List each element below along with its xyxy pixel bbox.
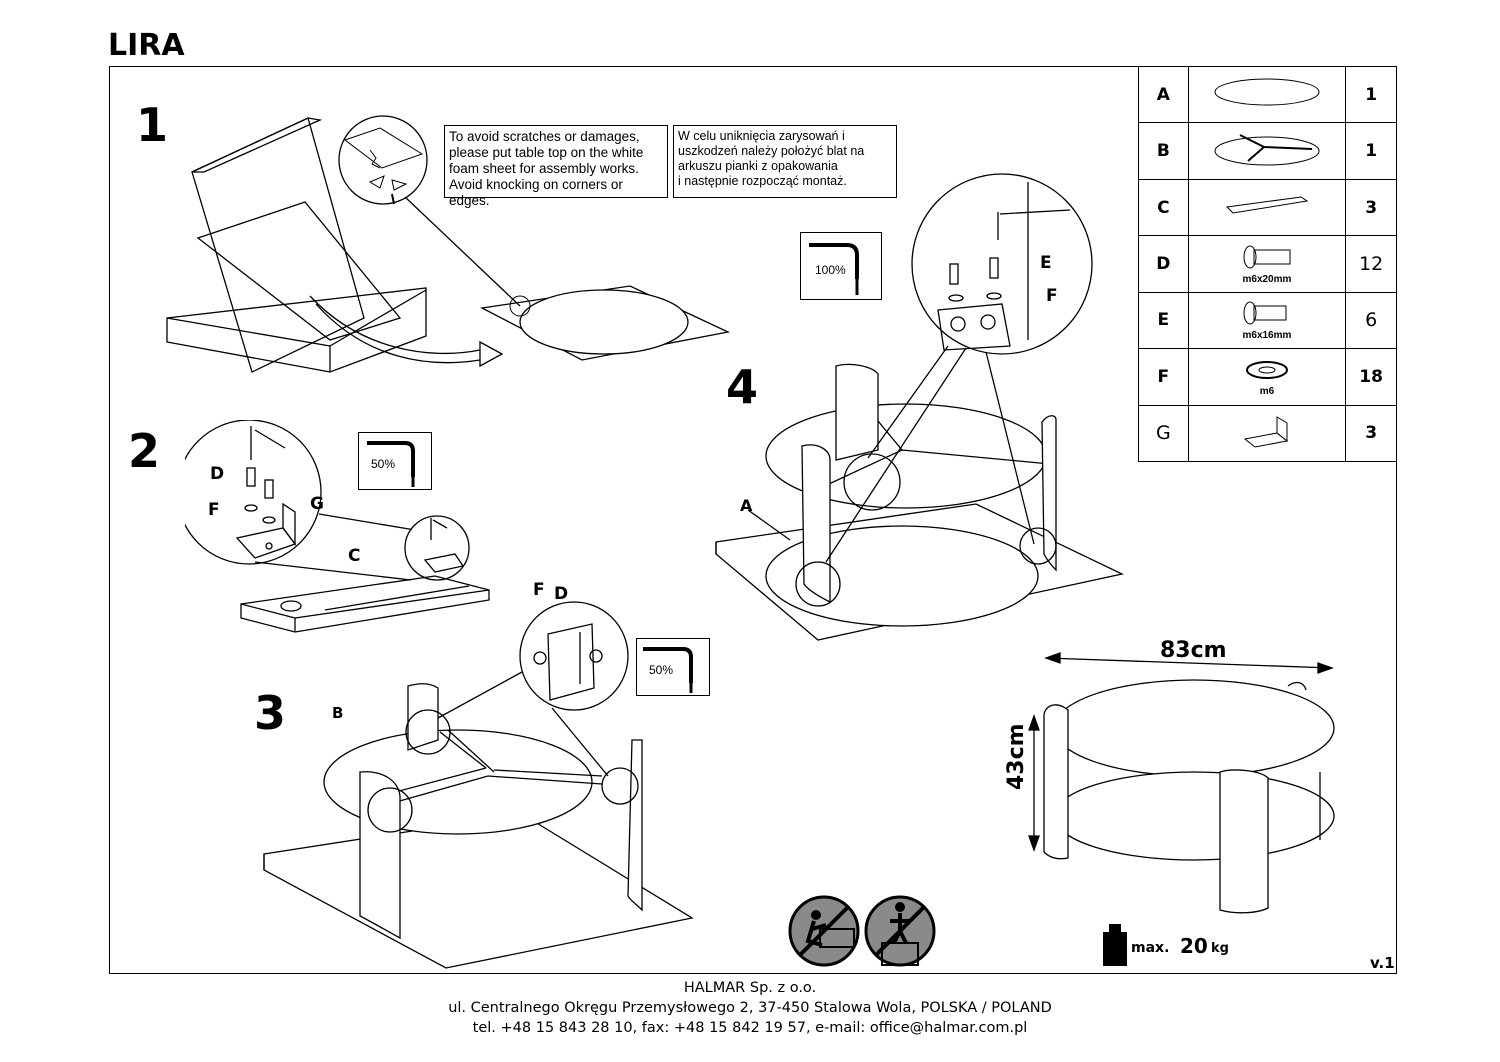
step-3-label-d: D [554, 584, 569, 604]
document-version: v.1 [1370, 954, 1395, 972]
note-pl-line-4: i następnie rozpocząć montaż. [678, 174, 847, 188]
weight-icon [1103, 924, 1127, 966]
parts-list-table: A 1 B 1 C 3 D m6x20mm 12 [1138, 65, 1397, 463]
step-2-torque-box: 50% [358, 432, 432, 490]
parts-row-b: B 1 [1138, 122, 1397, 180]
step-1-number: 1 [136, 98, 169, 152]
footer: HALMAR Sp. z o.o. ul. Centralnego Okręgu… [0, 978, 1500, 1038]
parts-row-d: D m6x20mm 12 [1138, 235, 1397, 293]
part-qty: 3 [1345, 404, 1397, 463]
note-en-line-2: please put table top on the white [449, 145, 644, 160]
document-title: LIRA [108, 28, 185, 63]
part-picture: m6 [1187, 348, 1347, 406]
step-3-number: 3 [254, 686, 287, 740]
part-qty: 1 [1345, 65, 1397, 124]
hex-key-icon [367, 441, 415, 487]
part-label: D [1138, 235, 1189, 293]
part-label: A [1138, 65, 1189, 124]
note-en-line-1: To avoid scratches or damages, [449, 129, 640, 144]
footer-company: HALMAR Sp. z o.o. [683, 980, 817, 996]
step-4-illustration [715, 173, 1124, 641]
instruction-frame [109, 66, 1397, 974]
step-4-torque-box: 100% [800, 232, 882, 300]
part-label: F [1138, 348, 1189, 406]
max-load-label: max. [1131, 940, 1170, 956]
note-polish: W celu uniknięcia zarysowań i uszkodzeń … [673, 125, 897, 198]
dimension-drawing [1028, 652, 1335, 914]
step-4-torque-value: 100% [815, 263, 846, 277]
hex-key-icon [643, 647, 693, 693]
parts-row-c: C 3 [1138, 178, 1397, 237]
connector-bar-icon [1225, 196, 1309, 214]
step-3-label-b: B [332, 704, 344, 722]
note-pl-line-1: W celu uniknięcia zarysowań i [678, 129, 845, 143]
step-3-torque-box: 50% [636, 638, 710, 696]
footer-address: ul. Centralnego Okręgu Przemysłowego 2, … [448, 1000, 1052, 1016]
part-qty: 12 [1345, 235, 1397, 293]
part-qty: 1 [1345, 122, 1397, 180]
parts-row-a: A 1 [1138, 65, 1397, 124]
note-en-line-3: foam sheet for assembly works. [449, 161, 639, 176]
part-picture [1187, 178, 1347, 237]
part-label: G [1138, 404, 1189, 463]
step-4-number: 4 [726, 360, 759, 414]
step-4-label-e: E [1040, 253, 1052, 273]
parts-row-f: F m6 18 [1138, 348, 1397, 406]
no-standing-icon [864, 895, 936, 967]
step-2-torque-value: 50% [371, 457, 396, 471]
part-picture [1187, 65, 1347, 124]
part-picture: m6x16mm [1187, 291, 1347, 350]
step-2-illustration [185, 420, 490, 633]
washer-icon [1245, 360, 1288, 379]
part-label: E [1138, 291, 1189, 350]
step-2-label-d: D [210, 464, 225, 484]
parts-row-g: G 3 [1138, 404, 1397, 463]
part-label: C [1138, 178, 1189, 237]
step-4-label-a: A [740, 496, 753, 515]
note-pl-line-3: arkuszu pianki z opakowania [678, 159, 838, 173]
bolt-icon [1243, 301, 1287, 325]
max-load-unit: kg [1211, 941, 1229, 956]
note-pl-line-2: uszkodzeń należy położyć blat na [678, 144, 865, 158]
part-caption: m6 [1259, 385, 1275, 397]
part-picture: m6x20mm [1187, 235, 1347, 293]
max-load-value: 20 [1180, 934, 1208, 958]
part-caption: m6x20mm [1242, 273, 1292, 285]
step-3-illustration [263, 601, 694, 969]
step-1-illustration [166, 115, 731, 373]
dimension-width: 83cm [1160, 638, 1227, 663]
step-4-label-f: F [1046, 286, 1058, 306]
step-2-label-g: G [310, 494, 324, 514]
bolt-icon [1243, 245, 1291, 269]
part-qty: 6 [1345, 291, 1397, 350]
no-climbing-icon [788, 895, 860, 967]
part-picture [1187, 122, 1347, 180]
part-qty: 18 [1345, 348, 1397, 406]
note-en-line-4: Avoid knocking on corners or edges. [449, 177, 623, 208]
part-label: B [1138, 122, 1189, 180]
step-2-number: 2 [128, 424, 161, 478]
footer-contact[interactable]: tel. +48 15 843 28 10, fax: +48 15 842 1… [472, 1020, 1028, 1036]
lower-shelf-with-bracket-icon [1214, 133, 1320, 166]
step-2-label-c: C [348, 546, 361, 566]
part-picture [1187, 404, 1347, 463]
note-english: To avoid scratches or damages, please pu… [444, 125, 668, 208]
dimension-height: 43cm [1004, 723, 1029, 790]
warning-pictograms [788, 895, 936, 967]
step-2-label-f: F [208, 500, 220, 520]
round-glass-top-icon [1214, 78, 1320, 106]
step-3-label-f: F [533, 580, 545, 600]
angle-bracket-icon [1243, 415, 1289, 448]
hex-key-icon [809, 243, 859, 295]
part-caption: m6x16mm [1242, 330, 1292, 342]
part-qty: 3 [1345, 178, 1397, 237]
parts-row-e: E m6x16mm 6 [1138, 291, 1397, 350]
step-3-torque-value: 50% [649, 663, 674, 677]
